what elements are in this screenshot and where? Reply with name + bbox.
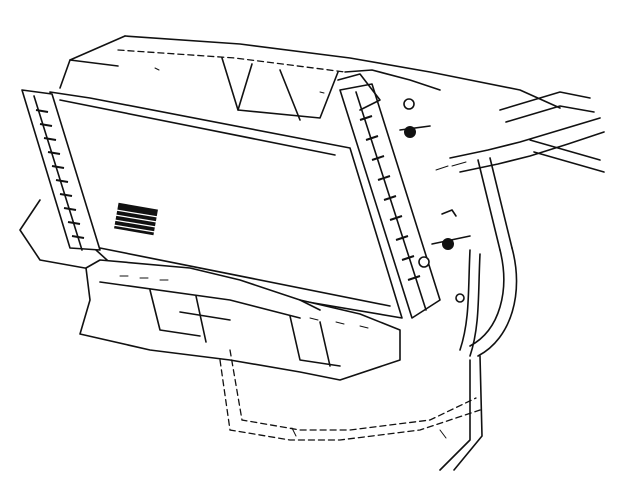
hoses [449,91,605,357]
right-radiator-tank [337,73,441,319]
vent-grid [112,202,159,236]
lower-air-deflector [79,259,401,381]
upper-support-panel [59,35,561,121]
lower-frame [219,299,483,471]
fittings [399,98,471,303]
left-radiator-tank [19,89,101,271]
radiator-core [49,91,403,319]
